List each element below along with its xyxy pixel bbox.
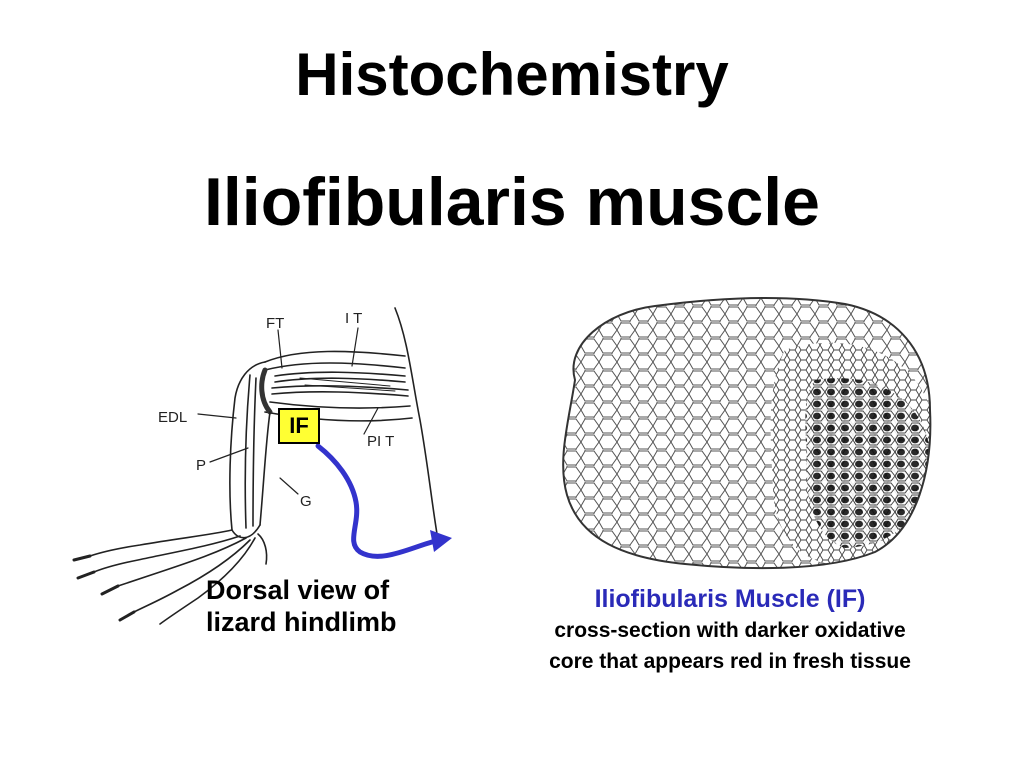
description-line2: core that appears red in fresh tissue <box>549 650 911 673</box>
pointer-arrow <box>315 443 435 559</box>
cross-section-title: Iliofibularis Muscle (IF) <box>594 585 866 613</box>
arrow-head <box>430 530 452 552</box>
label-it: I T <box>345 310 362 327</box>
label-g: G <box>300 493 312 510</box>
lizard-hindlimb-drawing: FT I T EDL P PI T G <box>72 307 452 625</box>
description-line1: cross-section with darker oxidative <box>554 619 906 642</box>
hindlimb-caption-line2: lizard hindlimb <box>206 607 397 637</box>
cross-section-description: cross-section with darker oxidative core… <box>500 615 960 677</box>
page-subtitle: Iliofibularis muscle <box>204 164 820 240</box>
page-title: Histochemistry <box>295 41 729 108</box>
label-pit: PI T <box>367 433 394 450</box>
label-edl: EDL <box>158 409 187 426</box>
muscle-cross-section-image <box>562 297 932 570</box>
hindlimb-caption-line1: Dorsal view of <box>206 575 390 605</box>
label-p: P <box>196 457 206 474</box>
cross-section-caption: Iliofibularis Muscle (IF) cross-section … <box>500 583 960 677</box>
if-highlight-label: IF <box>278 408 320 444</box>
label-ft: FT <box>266 315 284 332</box>
hindlimb-caption: Dorsal view of lizard hindlimb <box>206 574 397 638</box>
